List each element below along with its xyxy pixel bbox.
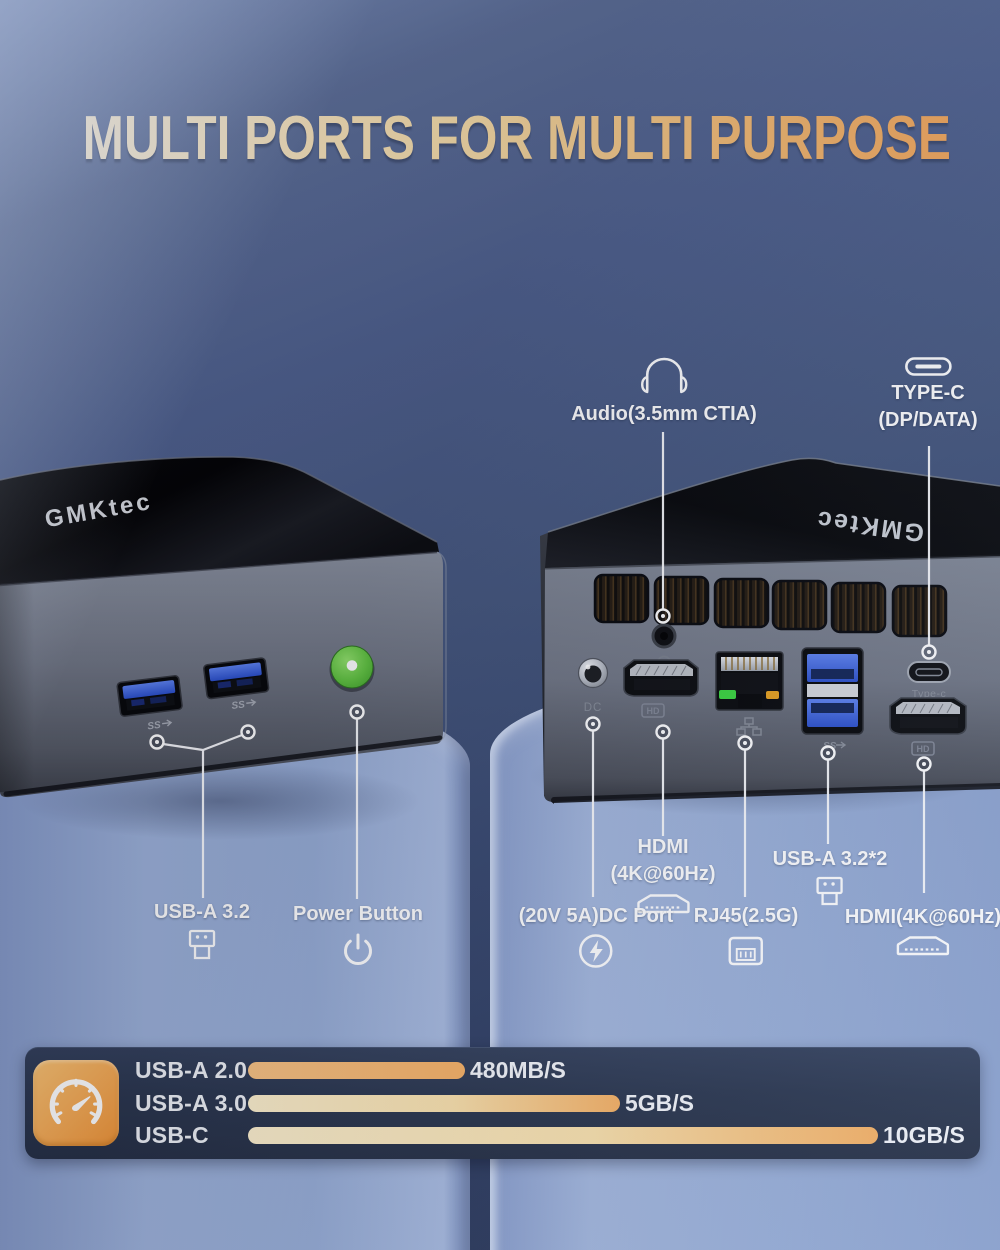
callout-typec: TYPE-C (DP/DATA) (878, 356, 978, 432)
hdmi-icon (896, 936, 950, 956)
usb-c-icon (904, 357, 952, 376)
rear-device-top-face: GMKtec (545, 457, 1000, 568)
chart-value: 10GB/S (883, 1122, 965, 1148)
brand-logo: GMKtec (814, 505, 926, 547)
speedometer-icon (49, 1078, 103, 1125)
speed-chart-panel: USB-A 2.0 480MB/S USB-A 3.0 5GB/S USB-C … (25, 1047, 980, 1159)
chart-bar (248, 1094, 620, 1112)
power-button (329, 645, 375, 692)
speed-chart-rows: USB-A 2.0 480MB/S USB-A 3.0 5GB/S USB-C … (135, 1056, 972, 1150)
chart-row: USB-A 3.0 5GB/S (135, 1089, 972, 1118)
chart-value: 480MB/S (470, 1057, 566, 1083)
chart-category: USB-A 2.0 (135, 1057, 248, 1083)
front-device-top-face: GMKtec (0, 456, 439, 585)
usb-plug-icon (188, 930, 216, 960)
callout-rj45: RJ45(2.5G) (693, 905, 799, 968)
chart-value: 5GB/S (625, 1089, 695, 1116)
callout-power-label: Power Button (293, 903, 423, 925)
callout-hdmi-b-label: HDMI(4K@60Hz) (844, 906, 1000, 928)
chart-category: USB-C (135, 1122, 209, 1148)
usb-plug-icon (816, 877, 844, 906)
callout-usb-rear-label: USB-A 3.2*2 (772, 848, 888, 870)
chart-bar (248, 1127, 878, 1144)
chart-row: USB-C 10GB/S (135, 1121, 972, 1150)
callout-rj45-label: RJ45(2.5G) (693, 905, 799, 927)
chart-row: USB-A 2.0 480MB/S (135, 1056, 972, 1085)
callout-audio-label: Audio(3.5mm CTIA) (571, 403, 757, 425)
callout-usb-rear: USB-A 3.2*2 (772, 848, 888, 909)
callout-hdmi-a-label-1: HDMI (637, 836, 689, 858)
callout-typec-label-1: TYPE-C (891, 382, 965, 404)
chart-category: USB-A 3.0 (135, 1089, 248, 1116)
audio-jack (651, 623, 677, 665)
page-title-text: MULTI PORTS FOR MULTI PURPOSE (82, 103, 951, 173)
vent-grilles (593, 573, 948, 638)
callout-dc-label: (20V 5A)DC Port (518, 905, 674, 927)
callout-audio: Audio(3.5mm CTIA) (571, 352, 757, 425)
callout-usb-front: USB-A 3.2 (154, 901, 250, 964)
hdmi-icon (636, 894, 690, 913)
ethernet-icon (728, 937, 764, 966)
bolt-circle-icon (579, 934, 613, 969)
chart-bar (248, 1062, 465, 1079)
callout-typec-label-2: (DP/DATA) (878, 409, 978, 432)
callout-hdmi-a: HDMI (4K@60Hz) (610, 836, 716, 915)
callout-hdmi-a-label-2: (4K@60Hz) (610, 863, 716, 886)
speedometer-badge (33, 1060, 119, 1146)
callout-usb-front-label: USB-A 3.2 (154, 901, 250, 923)
callout-hdmi-b: HDMI(4K@60Hz) (845, 906, 1000, 957)
callout-power: Power Button (293, 903, 423, 970)
callout-dc: (20V 5A)DC Port (519, 905, 673, 970)
headphones-icon (640, 357, 688, 394)
power-icon (344, 933, 372, 966)
brand-logo: GMKtec (43, 488, 155, 533)
page-title: MULTI PORTS FOR MULTI PURPOSE (0, 103, 1000, 173)
